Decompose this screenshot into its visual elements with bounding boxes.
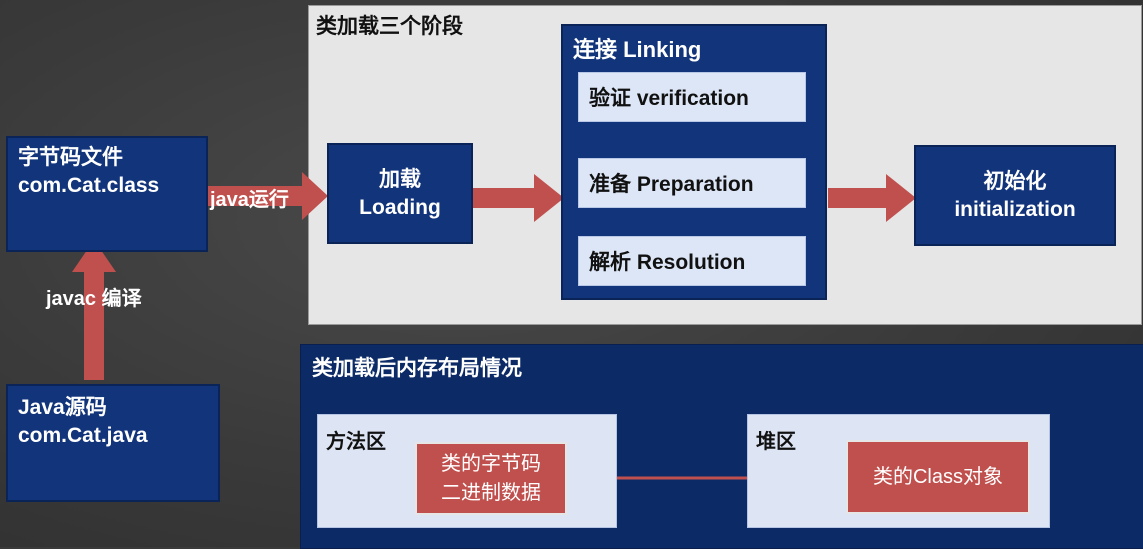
run-edge-label: java运行 [210,189,289,211]
linking-step-preparation: 准备 Preparation [578,158,806,208]
bytecode-file-box: 字节码文件 com.Cat.class [6,136,208,252]
linking-stage-box: 连接 Linking 验证 verification 准备 Preparatio… [561,24,827,300]
bytecode-file-line2: com.Cat.class [18,174,160,197]
heap-area-label: 堆区 [756,431,796,453]
bytecode-file-line1: 字节码文件 [18,146,123,169]
compile-arrow [72,240,116,380]
stages-panel-title: 类加载三个阶段 [316,15,463,38]
java-source-box: Java源码 com.Cat.java [6,384,220,502]
java-source-line2: com.Cat.java [18,424,148,447]
class-object-text: 类的Class对象 [872,465,1003,488]
initialization-line1: 初始化 [983,169,1047,193]
initialization-stage-box: 初始化 initialization [914,145,1116,246]
linking-to-initialization-arrow [828,174,916,222]
initialization-line2: initialization [954,197,1076,221]
bytecode-binary-line2: 二进制数据 [441,481,541,504]
linking-title: 连接 Linking [573,37,702,62]
class-object-box: 类的Class对象 [846,440,1030,514]
linking-step-resolution: 解析 Resolution [578,236,806,286]
memory-panel-title: 类加载后内存布局情况 [312,357,522,380]
loading-line1: 加载 [379,167,421,191]
run-arrow [208,172,328,220]
linking-step-verification: 验证 verification [578,72,806,122]
java-source-line1: Java源码 [18,396,107,419]
loading-stage-box: 加载 Loading [327,143,473,244]
method-area-label: 方法区 [326,431,386,453]
loading-to-linking-arrow [472,174,564,222]
compile-edge-label: javac 编译 [46,288,142,310]
bytecode-binary-data-box: 类的字节码 二进制数据 [415,442,567,515]
loading-line2: Loading [359,195,441,219]
bytecode-binary-line1: 类的字节码 [441,452,541,475]
